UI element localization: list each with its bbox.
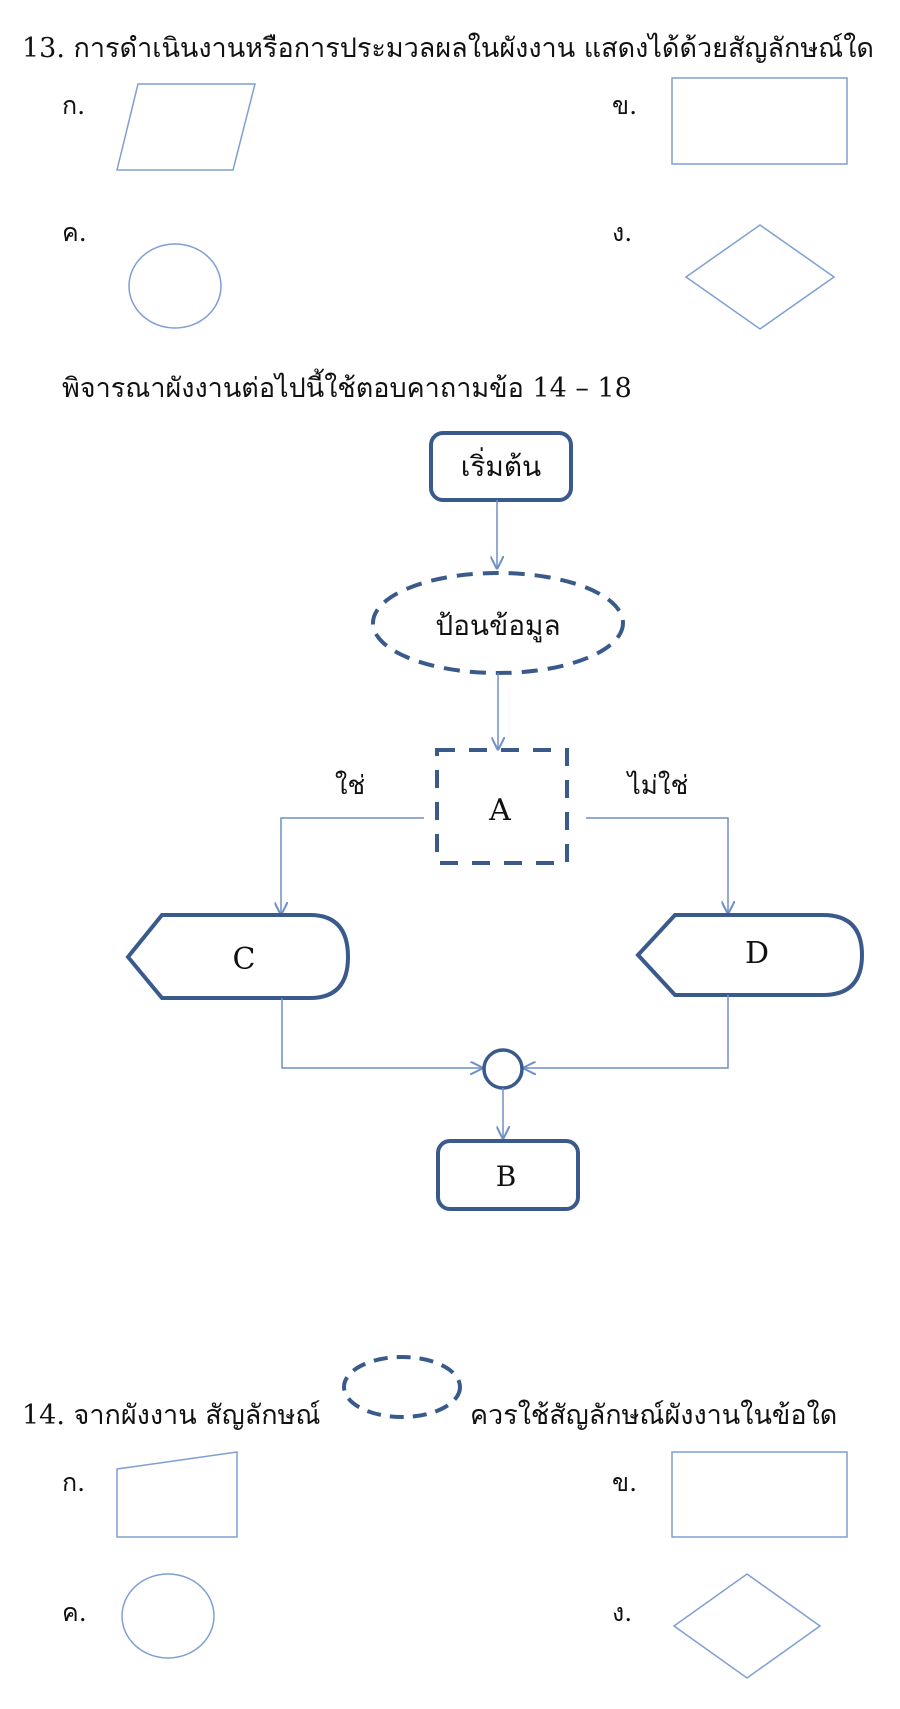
- display-c-label: C: [233, 942, 256, 977]
- question-14-prefix: 14. จากผังงาน สัญลักษณ์: [22, 1400, 321, 1431]
- flowchart-instruction: พิจารณาผังงานต่อไปนี้ใช้ตอบคาถามข้อ 14 –…: [62, 373, 632, 404]
- end-terminator: [436, 1139, 580, 1211]
- q13-circle-shape: [128, 243, 222, 329]
- q14-rectangle-shape: [671, 1451, 848, 1538]
- q14-option-b-label: ข.: [612, 1468, 638, 1497]
- no-label: ไม่ใช่: [626, 770, 689, 801]
- input-label: ป้อนข้อมูล: [435, 609, 560, 643]
- q13-diamond-shape: [684, 224, 836, 330]
- display-shape-d: [635, 913, 865, 997]
- q14-dashed-ellipse-symbol: [342, 1355, 462, 1419]
- q14-option-c-label: ค.: [62, 1598, 87, 1627]
- yes-label: ใช่: [335, 771, 365, 801]
- end-label: B: [496, 1160, 517, 1193]
- q13-option-a-label: ก.: [62, 91, 86, 120]
- display-shape-c: [125, 913, 351, 1000]
- decision-label: A: [488, 793, 511, 828]
- q14-diamond-shape: [672, 1573, 822, 1679]
- question-14-suffix: ควรใช้สัญลักษณ์ผังงานในข้อใด: [470, 1400, 838, 1431]
- arrow-d-to-connector: [524, 995, 729, 1068]
- q14-trapezoid-shape: [116, 1451, 238, 1538]
- question-13-text: 13. การดำเนินงานหรือการประมวลผลในผังงาน …: [22, 33, 874, 64]
- q13-option-b-label: ข.: [612, 91, 638, 120]
- q13-option-d-label: ง.: [612, 218, 633, 247]
- q14-option-a-label: ก.: [62, 1468, 86, 1497]
- arrow-c-to-connector: [281, 998, 482, 1068]
- q13-parallelogram-shape: [116, 83, 256, 171]
- arrow-decision-to-d: [586, 817, 728, 913]
- start-label: เริ่มต้น: [461, 447, 541, 483]
- q13-rectangle-shape: [671, 77, 848, 165]
- q14-circle-shape: [121, 1573, 215, 1659]
- q14-option-d-label: ง.: [612, 1598, 633, 1627]
- arrow-decision-to-c: [281, 817, 424, 914]
- display-d-label: D: [745, 936, 769, 971]
- start-terminator: [429, 431, 573, 502]
- decision-box: [435, 748, 569, 865]
- q13-option-c-label: ค.: [62, 218, 87, 247]
